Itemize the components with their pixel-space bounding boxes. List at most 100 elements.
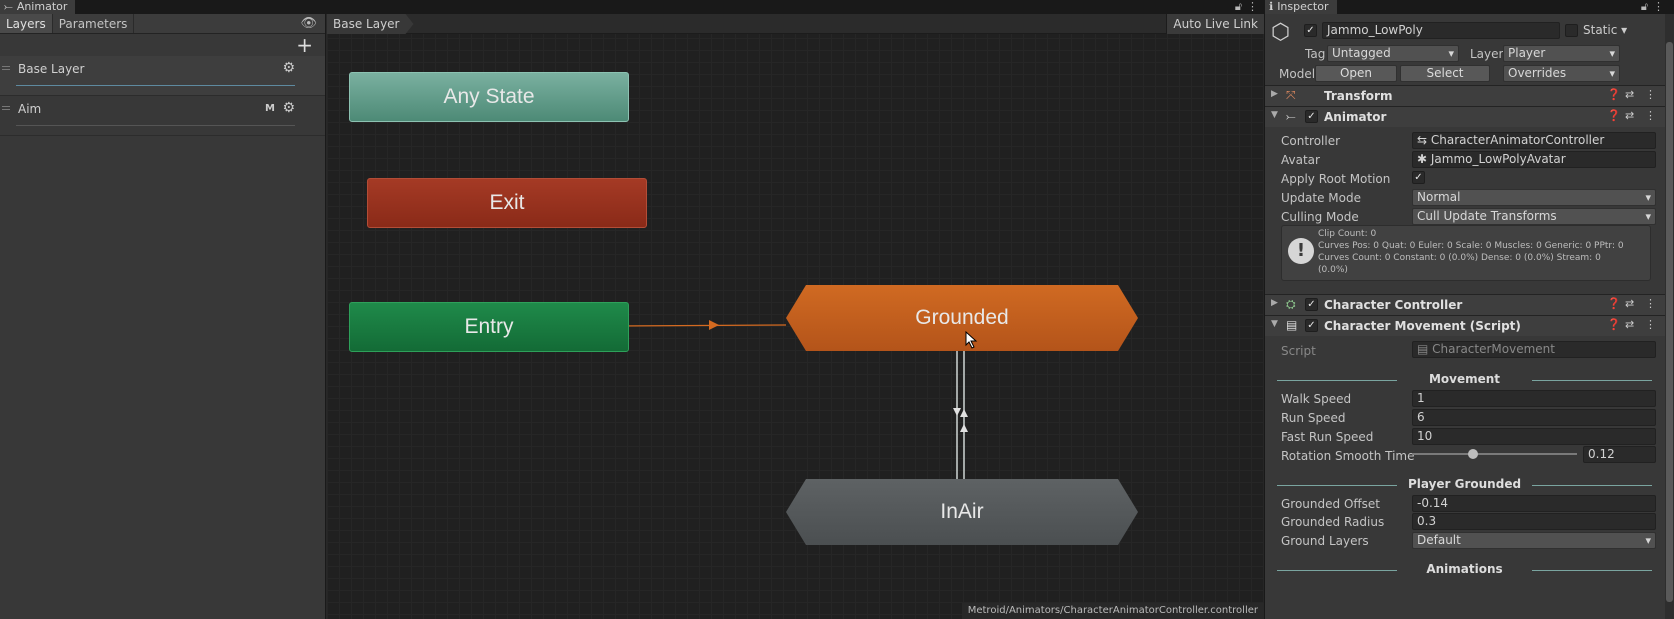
enabled-checkbox[interactable]: ✓ [1305, 319, 1318, 332]
tab-parameters[interactable]: Parameters [53, 14, 135, 33]
inspector-tab[interactable]: ℹ Inspector [1265, 0, 1337, 14]
lock-icon[interactable]: 🔓︎ [1234, 0, 1242, 13]
active-checkbox[interactable]: ✓ [1304, 24, 1317, 37]
scrollbar-thumb[interactable] [1666, 42, 1673, 602]
avatar-field[interactable]: ✱ Jammo_LowPolyAvatar [1412, 151, 1656, 168]
fast-run-speed-field[interactable]: 10 [1412, 428, 1656, 445]
rotation-smooth-time-slider[interactable] [1412, 446, 1577, 462]
character-movement-component-header[interactable]: ▼ ▤ ✓ Character Movement (Script) ❓ ⇄ ⋮ [1265, 315, 1665, 336]
component-title: Character Movement (Script) [1324, 319, 1521, 333]
layer-item-base[interactable]: Base Layer ⚙ [0, 56, 325, 96]
help-icon[interactable]: ❓ [1607, 88, 1621, 101]
preset-icon[interactable]: ⇄ [1625, 109, 1635, 122]
layer-item-aim[interactable]: Aim M ⚙ [0, 96, 325, 136]
entry-transition-line[interactable] [608, 324, 787, 327]
kebab-menu-icon[interactable]: ⋮ [1247, 0, 1258, 13]
animator-info-box: ! Clip Count: 0 Curves Pos: 0 Quat: 0 Eu… [1281, 225, 1651, 281]
animator-window: ⤚ Animator 🔓︎ ⋮ Layers Parameters 👁︎ + B… [0, 0, 1264, 619]
model-select-button[interactable]: Select [1400, 65, 1490, 82]
info-line: Curves Count: 0 Constant: 0 (0.0%) Dense… [1318, 253, 1601, 263]
layers-parameters-tabs: Layers Parameters 👁︎ [0, 14, 325, 34]
animator-tab-strip: ⤚ Animator 🔓︎ ⋮ [0, 0, 1264, 14]
apply-root-motion-checkbox[interactable]: ✓ [1412, 171, 1425, 184]
transition-arrow-icon [709, 320, 719, 330]
lock-icon[interactable]: 🔓︎ [1640, 0, 1648, 13]
breadcrumb[interactable]: Base Layer [327, 14, 414, 34]
eye-icon[interactable]: 👁︎ [300, 16, 317, 31]
grounded-radius-label: Grounded Radius [1281, 515, 1385, 529]
add-layer-row: + [0, 34, 325, 56]
tab-layers[interactable]: Layers [0, 14, 53, 33]
help-icon[interactable]: ❓ [1607, 297, 1621, 310]
preset-icon[interactable]: ⇄ [1625, 88, 1635, 101]
state-machine-graph[interactable]: Base Layer Auto Live Link Any State Exit… [327, 14, 1264, 619]
layer-weight-bar [16, 85, 295, 86]
fold-arrow-icon[interactable]: ▼ [1271, 110, 1278, 120]
animator-tab-label: Animator [16, 0, 68, 13]
grounded-radius-field[interactable]: 0.3 [1412, 513, 1656, 530]
tag-dropdown[interactable]: Untagged [1327, 45, 1459, 62]
apply-root-motion-label: Apply Root Motion [1281, 172, 1391, 186]
controller-field[interactable]: ⇆ CharacterAnimatorController [1412, 132, 1656, 149]
drag-handle-icon[interactable] [2, 106, 10, 110]
layer-dropdown[interactable]: Player [1503, 45, 1620, 62]
kebab-menu-icon[interactable]: ⋮ [1645, 318, 1656, 331]
object-name-field[interactable]: Jammo_LowPoly [1322, 22, 1560, 39]
fold-arrow-icon[interactable]: ▶ [1271, 89, 1278, 99]
rotation-smooth-time-label: Rotation Smooth Time [1281, 449, 1415, 463]
culling-mode-dropdown[interactable]: Cull Update Transforms [1412, 208, 1656, 225]
model-open-button[interactable]: Open [1315, 65, 1397, 82]
static-dropdown[interactable]: Static ▾ [1583, 23, 1628, 37]
update-mode-dropdown[interactable]: Normal [1412, 189, 1656, 206]
grounded-offset-field[interactable]: -0.14 [1412, 495, 1656, 512]
fold-arrow-icon[interactable]: ▼ [1271, 319, 1278, 329]
add-layer-button[interactable]: + [296, 33, 313, 57]
help-icon[interactable]: ❓ [1607, 318, 1621, 331]
layer-weight-bar [16, 125, 295, 126]
gear-icon[interactable]: ⚙ [282, 100, 295, 116]
preset-icon[interactable]: ⇄ [1625, 297, 1635, 310]
overrides-dropdown[interactable]: Overrides [1503, 65, 1620, 82]
state-grounded[interactable]: Grounded [786, 285, 1138, 351]
section-movement: Movement [1277, 372, 1652, 388]
enabled-checkbox[interactable]: ✓ [1305, 110, 1318, 123]
preset-icon[interactable]: ⇄ [1625, 318, 1635, 331]
transform-icon: ⤧ [1286, 88, 1296, 102]
state-entry[interactable]: Entry [349, 302, 629, 352]
avatar-value: Jammo_LowPolyAvatar [1430, 152, 1566, 166]
controller-label: Controller [1281, 134, 1341, 148]
static-checkbox[interactable] [1565, 24, 1578, 37]
gameobject-cube-icon[interactable]: ⬡ [1271, 20, 1291, 45]
state-exit[interactable]: Exit [367, 178, 647, 228]
controller-asset-icon: ⇆ [1417, 133, 1428, 147]
animator-tab[interactable]: ⤚ Animator [0, 0, 76, 14]
animator-icon: ⤚ [4, 0, 13, 13]
gear-icon[interactable]: ⚙ [282, 60, 295, 76]
run-speed-field[interactable]: 6 [1412, 409, 1656, 426]
kebab-menu-icon[interactable]: ⋮ [1645, 88, 1656, 101]
state-any-state[interactable]: Any State [349, 72, 629, 122]
kebab-menu-icon[interactable]: ⋮ [1645, 297, 1656, 310]
inspector-scrollbar[interactable] [1665, 14, 1674, 619]
script-label: Script [1281, 344, 1316, 358]
fold-arrow-icon[interactable]: ▶ [1271, 298, 1278, 308]
walk-speed-field[interactable]: 1 [1412, 390, 1656, 407]
character-controller-component-header[interactable]: ▶ ⛭ ✓ Character Controller ❓ ⇄ ⋮ [1265, 294, 1665, 315]
script-asset-icon: ▤ [1417, 342, 1429, 356]
kebab-menu-icon[interactable]: ⋮ [1645, 109, 1656, 122]
slider-knob[interactable] [1467, 449, 1478, 459]
kebab-menu-icon[interactable]: ⋮ [1653, 0, 1664, 13]
fast-run-speed-label: Fast Run Speed [1281, 430, 1374, 444]
animator-component-header[interactable]: ▼ ⤚ ✓ Animator ❓ ⇄ ⋮ [1265, 106, 1665, 127]
help-icon[interactable]: ❓ [1607, 109, 1621, 122]
transform-component-header[interactable]: ▶ ⤧ Transform ❓ ⇄ ⋮ [1265, 85, 1665, 106]
enabled-checkbox[interactable]: ✓ [1305, 298, 1318, 311]
grounded-offset-label: Grounded Offset [1281, 497, 1381, 511]
info-line: (0.0%) [1318, 265, 1348, 275]
state-inair[interactable]: InAir [786, 479, 1138, 545]
ground-layers-dropdown[interactable]: Default [1412, 532, 1656, 549]
auto-live-link-button[interactable]: Auto Live Link [1166, 14, 1264, 34]
drag-handle-icon[interactable] [2, 66, 10, 70]
culling-mode-label: Culling Mode [1281, 210, 1359, 224]
rotation-smooth-time-field[interactable]: 0.12 [1583, 446, 1656, 463]
